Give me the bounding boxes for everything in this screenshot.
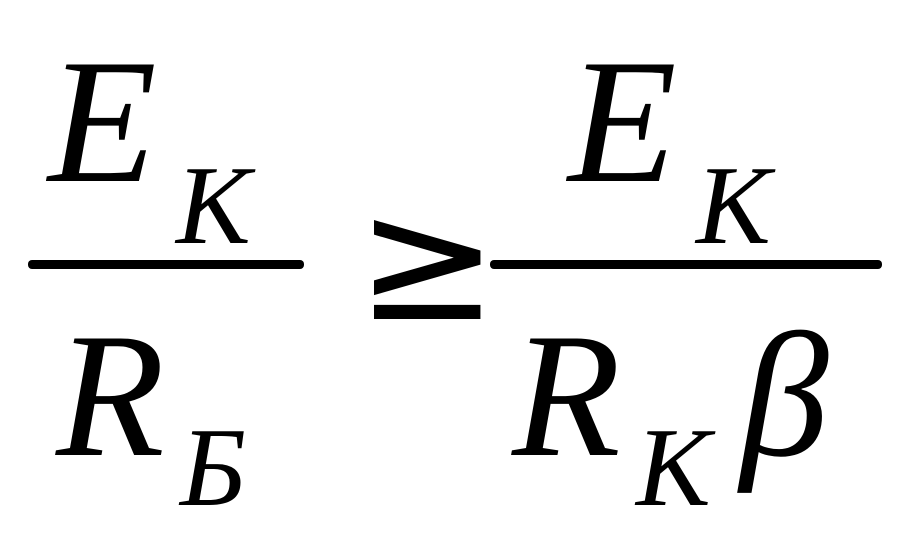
- left-denominator-subscript: Б: [180, 406, 247, 530]
- right-numerator-symbol: E: [568, 22, 677, 220]
- right-denominator-symbol: R: [512, 296, 621, 494]
- left-denominator-symbol: R: [56, 296, 165, 494]
- left-numerator-subscript: K: [176, 144, 251, 268]
- right-denominator-factor: β: [740, 296, 829, 494]
- left-numerator-symbol: E: [48, 22, 157, 220]
- right-numerator-subscript: K: [696, 144, 771, 268]
- greater-or-equal-sign: ≥: [356, 162, 499, 360]
- right-denominator-subscript: K: [636, 406, 711, 530]
- right-fraction-bar: [490, 260, 882, 269]
- left-fraction-bar: [28, 260, 304, 269]
